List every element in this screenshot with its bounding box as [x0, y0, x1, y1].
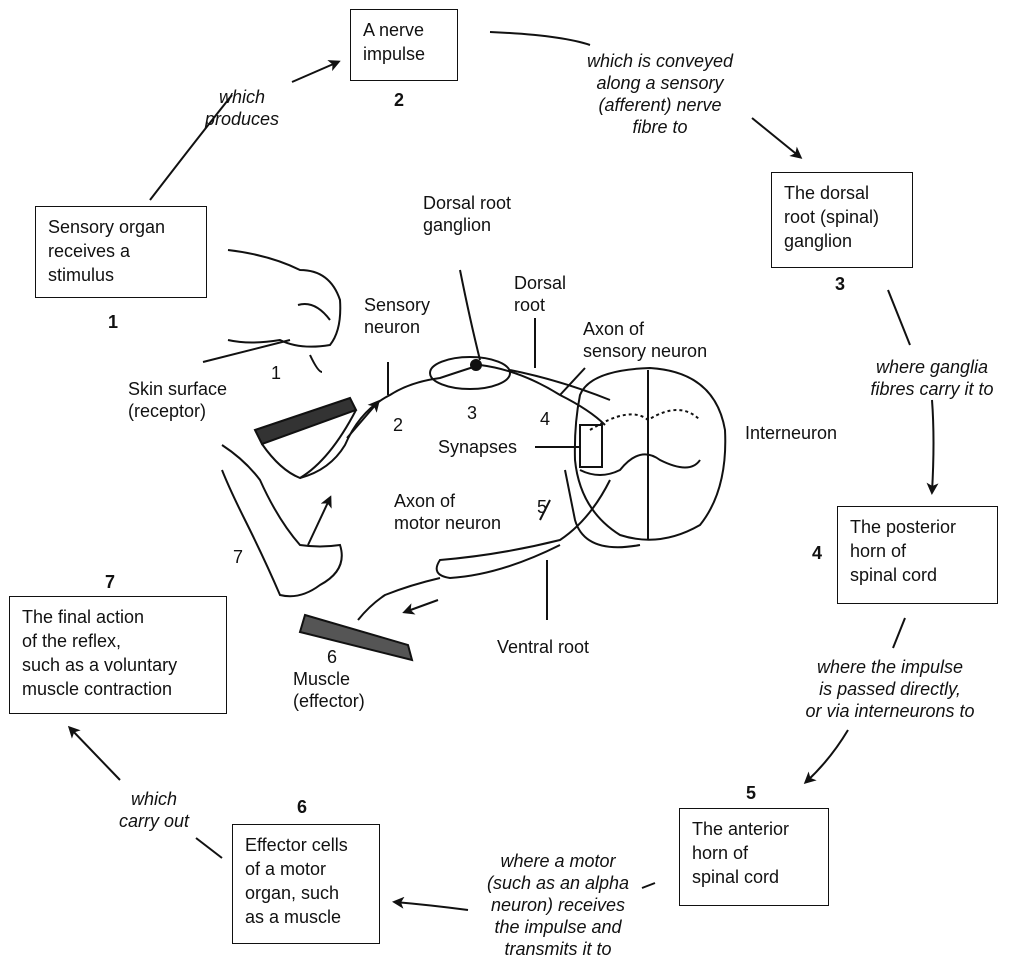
label-ventral-root: Ventral root [497, 637, 590, 657]
label-interneuron: Interneuron [745, 423, 838, 443]
label-sensory-neuron: Sensory neuron [364, 295, 431, 337]
dorsal-root-ganglion-shape [429, 356, 511, 390]
arrow-5-to-6-a [641, 882, 656, 889]
spinal-cord-shape [573, 366, 727, 541]
step-box-7: The final action of the reflex, such as … [9, 596, 227, 714]
diagram-num-7: 7 [233, 547, 244, 567]
step-box-3: The dorsal root (spinal) ganglion [771, 172, 913, 268]
arrow-2-to-3-a [489, 31, 591, 46]
synapse-box [579, 424, 603, 468]
step-box-6: Effector cells of a motor organ, such as… [232, 824, 380, 944]
step-number-3: 3 [835, 274, 846, 294]
step-number-6: 6 [297, 797, 308, 817]
step-number-1: 1 [108, 312, 119, 332]
diagram-num-4: 4 [540, 409, 551, 429]
muscle-illustration [298, 613, 414, 662]
label-synapses: Synapses [438, 437, 518, 457]
connector-5: where a motor (such as an alpha neuron) … [486, 851, 630, 959]
connector-1: which produces [204, 87, 280, 129]
label-axon-motor: Axon of motor neuron [394, 491, 502, 533]
connector-4: where the impulse is passed directly, or… [805, 657, 975, 721]
diagram-num-3: 3 [467, 403, 478, 423]
diagram-num-5: 5 [537, 497, 548, 517]
sensory-neuron-fibre [299, 363, 606, 479]
connector-6: which carry out [118, 789, 190, 831]
arrow-4-to-5-b [803, 729, 849, 785]
step-box-5: The anterior horn of spinal cord [679, 808, 829, 906]
arrow-3-to-4-a [887, 289, 911, 346]
step-number-7: 7 [105, 572, 116, 592]
arrow-6-to-7-a [195, 837, 223, 859]
step-box-1: Sensory organ receives a stimulus [35, 206, 207, 298]
arrow-5-to-6-b [392, 896, 469, 911]
hand-illustration [227, 249, 342, 348]
arrow-1-to-2 [149, 94, 233, 201]
leg-illustration [221, 444, 343, 598]
arrow-3-to-4-b [926, 399, 939, 495]
diagram-num-1: 1 [271, 363, 282, 383]
diagram-num-6: 6 [327, 647, 338, 667]
label-muscle: Muscle (effector) [293, 669, 365, 711]
diagram-num-2: 2 [393, 415, 404, 435]
step-number-4: 4 [812, 543, 823, 563]
label-axon-sensory: Axon of sensory neuron [583, 319, 708, 361]
step-number-2: 2 [394, 90, 405, 110]
arrow-6-to-7-b [67, 725, 121, 781]
label-skin-surface: Skin surface (receptor) [128, 379, 228, 421]
arrow-1-to-2-head [291, 60, 341, 83]
connector-2: which is conveyed along a sensory (affer… [586, 51, 734, 137]
arrow-2-to-3-b [751, 117, 803, 159]
step-box-4: The posterior horn of spinal cord [837, 506, 998, 604]
connector-3: where ganglia fibres carry it to [870, 357, 994, 399]
label-dorsal-root-ganglion: Dorsal root ganglion [423, 193, 512, 235]
arrow-4-to-5-a [892, 617, 906, 649]
step-number-5: 5 [746, 783, 757, 803]
label-dorsal-root: Dorsal root [514, 273, 567, 315]
step-box-2: A nerve impulse [350, 9, 458, 81]
motor-neuron-fibre [435, 479, 611, 580]
